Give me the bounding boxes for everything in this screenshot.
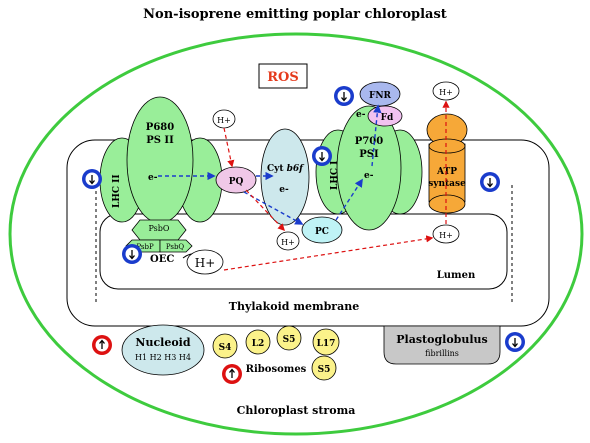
plastoglobulus-title: Plastoglobulus bbox=[396, 333, 487, 346]
up-regulation-icon-nucleoid bbox=[92, 335, 112, 355]
ribosome-protein-l17 bbox=[312, 328, 340, 356]
electron-path-psi-fnr bbox=[371, 104, 382, 167]
cyt-prefix: Cyt bbox=[267, 164, 287, 174]
cyt-italic: b6f bbox=[287, 164, 306, 174]
ros-label: ROS bbox=[267, 70, 299, 85]
up-regulation-icon-ribosomes bbox=[222, 364, 242, 384]
cyt-b6f-label: Cyt b6f bbox=[267, 164, 305, 174]
proton-cyt-bottom-label: H+ bbox=[281, 238, 295, 247]
lumen-label: Lumen bbox=[437, 270, 476, 281]
cyt-b6f-complex bbox=[260, 128, 310, 226]
pc-carrier bbox=[301, 216, 343, 244]
nucleoid-title: Nucleoid bbox=[135, 336, 190, 349]
proton-path-pq-lumen bbox=[245, 189, 285, 232]
psbp-label: PsbP bbox=[136, 243, 154, 251]
proton-lumen bbox=[186, 249, 224, 275]
pc-label: PC bbox=[315, 227, 329, 237]
atp-label: ATP bbox=[436, 167, 457, 177]
down-regulation-icon-plastoglobulus bbox=[505, 332, 525, 352]
psi-electron: e- bbox=[364, 171, 374, 181]
psii-label: PS II bbox=[146, 135, 174, 146]
psbq-label: PsbQ bbox=[166, 243, 185, 251]
down-regulation-icon-lhcii bbox=[82, 169, 102, 189]
psbo-label: PsbO bbox=[149, 224, 170, 233]
ribosome-protein-s5-a-label: S5 bbox=[283, 335, 296, 345]
proton-psii-top bbox=[212, 109, 236, 129]
plastoglobulus bbox=[383, 325, 501, 365]
proton-psii-top-label: H+ bbox=[217, 116, 231, 125]
fd-electron: e- bbox=[356, 110, 366, 120]
ribosome-protein-s4-label: S4 bbox=[219, 343, 232, 353]
nucleoid bbox=[121, 324, 205, 376]
fd-label: Fd bbox=[381, 113, 394, 123]
fnr-label: FNR bbox=[369, 91, 392, 101]
ribosome-protein-s5-b bbox=[311, 355, 337, 381]
proton-atp-bottom-label: H+ bbox=[439, 231, 453, 240]
psii-electron: e- bbox=[148, 173, 158, 183]
psii-complex bbox=[126, 96, 194, 224]
proton-atp-bottom bbox=[432, 224, 460, 244]
electron-path-pc-psi bbox=[335, 178, 363, 221]
ribosome-protein-s5-b-label: S5 bbox=[318, 365, 331, 375]
psi-p700: P700 bbox=[355, 136, 383, 147]
ros-box bbox=[258, 63, 308, 89]
ribosome-protein-s5-a bbox=[276, 325, 302, 351]
ribosome-protein-l2 bbox=[245, 329, 271, 355]
proton-path-lumen-atp bbox=[223, 235, 434, 271]
thylakoid-membrane-label: Thylakoid membrane bbox=[229, 300, 359, 313]
down-regulation-icon-atp bbox=[480, 172, 500, 192]
ribosomes-label: Ribosomes bbox=[246, 364, 307, 375]
proton-lumen-label: H+ bbox=[195, 256, 216, 270]
down-regulation-icon-oec bbox=[122, 244, 142, 264]
pq-carrier bbox=[215, 166, 257, 194]
atp-synthase-base bbox=[428, 194, 466, 214]
psi-label: PSI bbox=[359, 149, 379, 160]
plastoglobulus-sub: fibrillins bbox=[425, 349, 459, 358]
proton-cyt-bottom bbox=[276, 231, 300, 251]
pq-label: PQ bbox=[229, 177, 244, 187]
cyt-electron: e- bbox=[279, 185, 289, 195]
psbq-subunit bbox=[159, 239, 193, 253]
down-regulation-icon-psi bbox=[312, 146, 332, 166]
psii-p680: P680 bbox=[146, 122, 174, 133]
stroma-label: Chloroplast stroma bbox=[237, 404, 356, 417]
proton-atp-top-label: H+ bbox=[439, 88, 453, 97]
ribosome-protein-l2-label: L2 bbox=[252, 339, 265, 349]
atp-synthase-top-ring bbox=[428, 138, 466, 154]
lhcii-label: LHC II bbox=[112, 174, 122, 208]
proton-atp-top bbox=[432, 81, 460, 101]
atp-sub-label: syntase bbox=[428, 179, 466, 189]
oec-label: OEC bbox=[150, 254, 174, 265]
diagram-title: Non-isoprene emitting poplar chloroplast bbox=[143, 7, 447, 22]
atp-synthase-stalk bbox=[428, 143, 466, 203]
ribosome-protein-s4 bbox=[212, 333, 238, 359]
psi-complex bbox=[336, 105, 402, 231]
nucleoid-histones: H1 H2 H3 H4 bbox=[135, 353, 191, 362]
lumen-compartment bbox=[99, 213, 508, 290]
down-regulation-icon-fnr bbox=[334, 86, 354, 106]
ribosome-protein-l17-label: L17 bbox=[317, 339, 336, 349]
lhci-label: LHC I bbox=[330, 161, 340, 190]
